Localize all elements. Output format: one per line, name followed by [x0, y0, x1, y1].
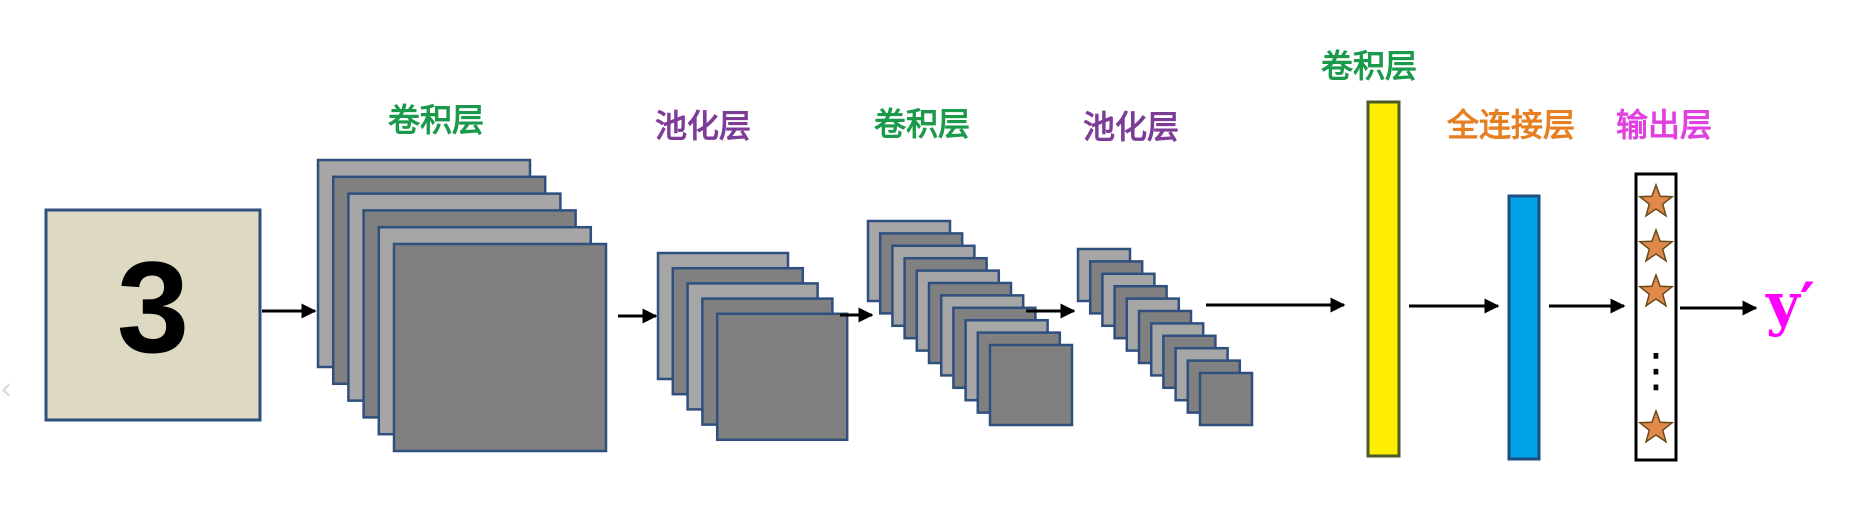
label-pool2: 池化层	[1083, 108, 1179, 146]
input-digit: 3	[117, 234, 189, 380]
flow-arrows	[262, 297, 1758, 324]
conv2-feature-maps	[866, 219, 1074, 427]
feature-map	[1198, 371, 1254, 427]
star-icon	[1637, 272, 1675, 308]
prev-chevron-icon[interactable]: ‹	[0, 372, 12, 407]
pool1-feature-maps	[656, 251, 849, 442]
output-ellipsis: ⋮	[1633, 343, 1679, 397]
feature-map	[988, 343, 1074, 427]
label-fc: 全连接层	[1446, 106, 1575, 144]
conv1-feature-maps	[316, 158, 608, 453]
label-conv1: 卷积层	[388, 101, 484, 139]
feature-map	[715, 312, 849, 442]
pool2-feature-maps	[1076, 247, 1254, 427]
star-icon	[1637, 227, 1675, 263]
fc-bar	[1507, 194, 1541, 461]
label-output: 输出层	[1616, 106, 1712, 144]
output-layer: ⋮	[1633, 172, 1679, 462]
label-conv3: 卷积层	[1321, 47, 1417, 85]
result-label: y′	[1765, 270, 1815, 338]
label-pool1: 池化层	[655, 107, 751, 145]
star-icon	[1637, 182, 1675, 218]
conv3-bar	[1366, 100, 1401, 458]
star-icon	[1637, 408, 1675, 444]
label-conv2: 卷积层	[874, 105, 970, 143]
feature-map	[392, 242, 608, 453]
input-image: 3	[44, 208, 262, 422]
